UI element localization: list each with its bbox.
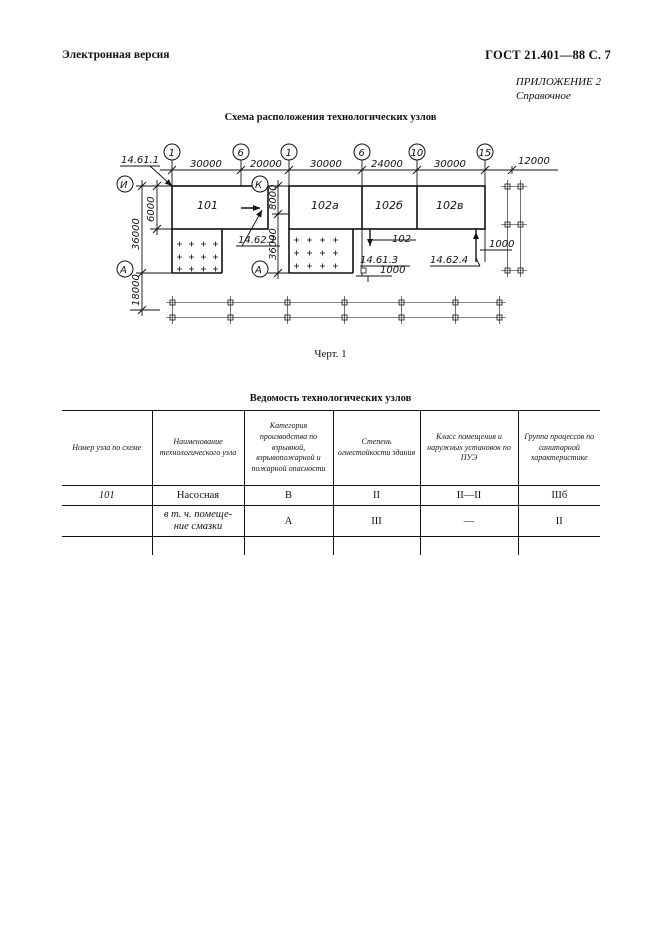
callout-14-62-4: 14.62.4 (430, 255, 468, 266)
dim-top-30000-b: 30000 (310, 159, 342, 170)
cell-pue-class: — (419, 505, 518, 537)
col-header-node-number: Номер узла по схеме (72, 442, 142, 452)
left-axis-circles (116, 175, 134, 278)
cell-fire-resistance: III (332, 505, 420, 537)
cell-node-name (151, 536, 244, 555)
table-row: в т. ч. помеще- ние смазки А III — II (62, 505, 600, 537)
callout-14-61-1: 14.61.1 (121, 155, 159, 166)
dim-left-18000: 18000 (131, 274, 142, 306)
dim-left-36000: 36000 (131, 218, 142, 250)
dim-mid-8000: 8000 (268, 185, 279, 210)
mid-dimension-lines (268, 180, 289, 279)
col-header-pue-class: Класс помещения и наружных установок по … (419, 410, 518, 486)
header-left: Электронная версия (62, 49, 170, 61)
callout-14-62-1: 14.62.1 (238, 235, 276, 246)
cell-node-number (62, 536, 152, 555)
axis-15: 15 (479, 148, 492, 159)
cell-node-number: 101 (98, 490, 115, 501)
dim-top-30000-a: 30000 (190, 159, 222, 170)
cell-sanitary-group (517, 536, 600, 555)
col-header-sanitary-group: Группа процессов по санитарной характери… (517, 410, 600, 486)
axis-A-mid: А (254, 265, 262, 276)
top-dimension-line (160, 160, 558, 186)
dim-right-1000-b: 1000 (489, 239, 514, 250)
table-header-row: Номер узла по схеме Наименование техноло… (62, 410, 600, 486)
node-101-box (171, 185, 269, 230)
cell-node-name: Насосная (151, 485, 244, 506)
dim-left-6000: 6000 (146, 197, 157, 222)
nodes-register-table: Номер узла по схеме Наименование техноло… (62, 410, 600, 555)
node-label-102b: 102б (375, 199, 403, 212)
callout-14-61-3: 14.61.3 (360, 255, 398, 266)
dim-top-24000: 24000 (371, 159, 403, 170)
cell-fire-resistance: II (332, 485, 420, 506)
cell-category: В (243, 485, 333, 506)
axis-1-left: 1 (169, 148, 175, 159)
cell-sanitary-group: II (517, 505, 600, 537)
cell-category (243, 536, 333, 555)
cell-node-name: в т. ч. помеще- ние смазки (151, 505, 244, 537)
col-header-node-name: Наименование технологического узла (151, 410, 244, 486)
node-label-101: 101 (197, 199, 218, 212)
axis-A-left: А (119, 265, 127, 276)
table-row (62, 536, 600, 555)
table-row: 101 Насосная В II II—II IIIб (62, 485, 600, 506)
scheme-caption: Черт. 1 (314, 348, 347, 360)
cell-pue-class: II—II (419, 485, 518, 506)
node-label-102: 102 (392, 234, 411, 245)
column-axis-ticks (166, 180, 527, 324)
table-title: Ведомость технологических узлов (249, 393, 412, 404)
axis-1-right: 1 (286, 148, 292, 159)
dim-right-1000-a: 1000 (380, 265, 405, 276)
dim-top-12000: 12000 (518, 156, 550, 167)
cell-fire-resistance (332, 536, 420, 555)
node-label-102a: 102а (311, 199, 339, 212)
dim-top-20000: 20000 (250, 159, 282, 170)
top-axis-circles (163, 143, 494, 161)
axis-I: И (120, 180, 128, 191)
cell-node-number (62, 505, 152, 537)
axis-6-right: 6 (359, 148, 365, 159)
dim-mid-36000: 36000 (268, 228, 279, 260)
cell-pue-class (419, 536, 518, 555)
axis-K: К (255, 180, 263, 191)
appendix-subtitle: Справочное (516, 90, 571, 102)
building-left (171, 185, 269, 274)
col-header-category: Категория производства по взрывной, взры… (243, 410, 333, 486)
layout-scheme: 101 102а 102б 102в 102 1 6 1 6 10 15 300… (116, 143, 558, 324)
left-dimension-lines (130, 180, 172, 316)
header-right: ГОСТ 21.401—88 С. 7 (485, 48, 611, 62)
cell-category: А (243, 505, 333, 537)
hatching-left (177, 241, 218, 272)
hatching-right (294, 237, 338, 269)
building-right (288, 185, 486, 274)
cell-sanitary-group: IIIб (517, 485, 600, 506)
appendix-title: ПРИЛОЖЕНИЕ 2 (515, 76, 601, 88)
scheme-title: Схема расположения технологических узлов (224, 112, 437, 123)
col-header-fire-resistance: Степень огнестойкости здания (332, 410, 420, 486)
dim-top-30000-c: 30000 (434, 159, 466, 170)
column-markers (169, 183, 524, 321)
axis-6-left: 6 (238, 148, 244, 159)
axis-10: 10 (411, 148, 424, 159)
mid-axis-circles (251, 175, 269, 278)
node-label-102v: 102в (436, 199, 463, 212)
